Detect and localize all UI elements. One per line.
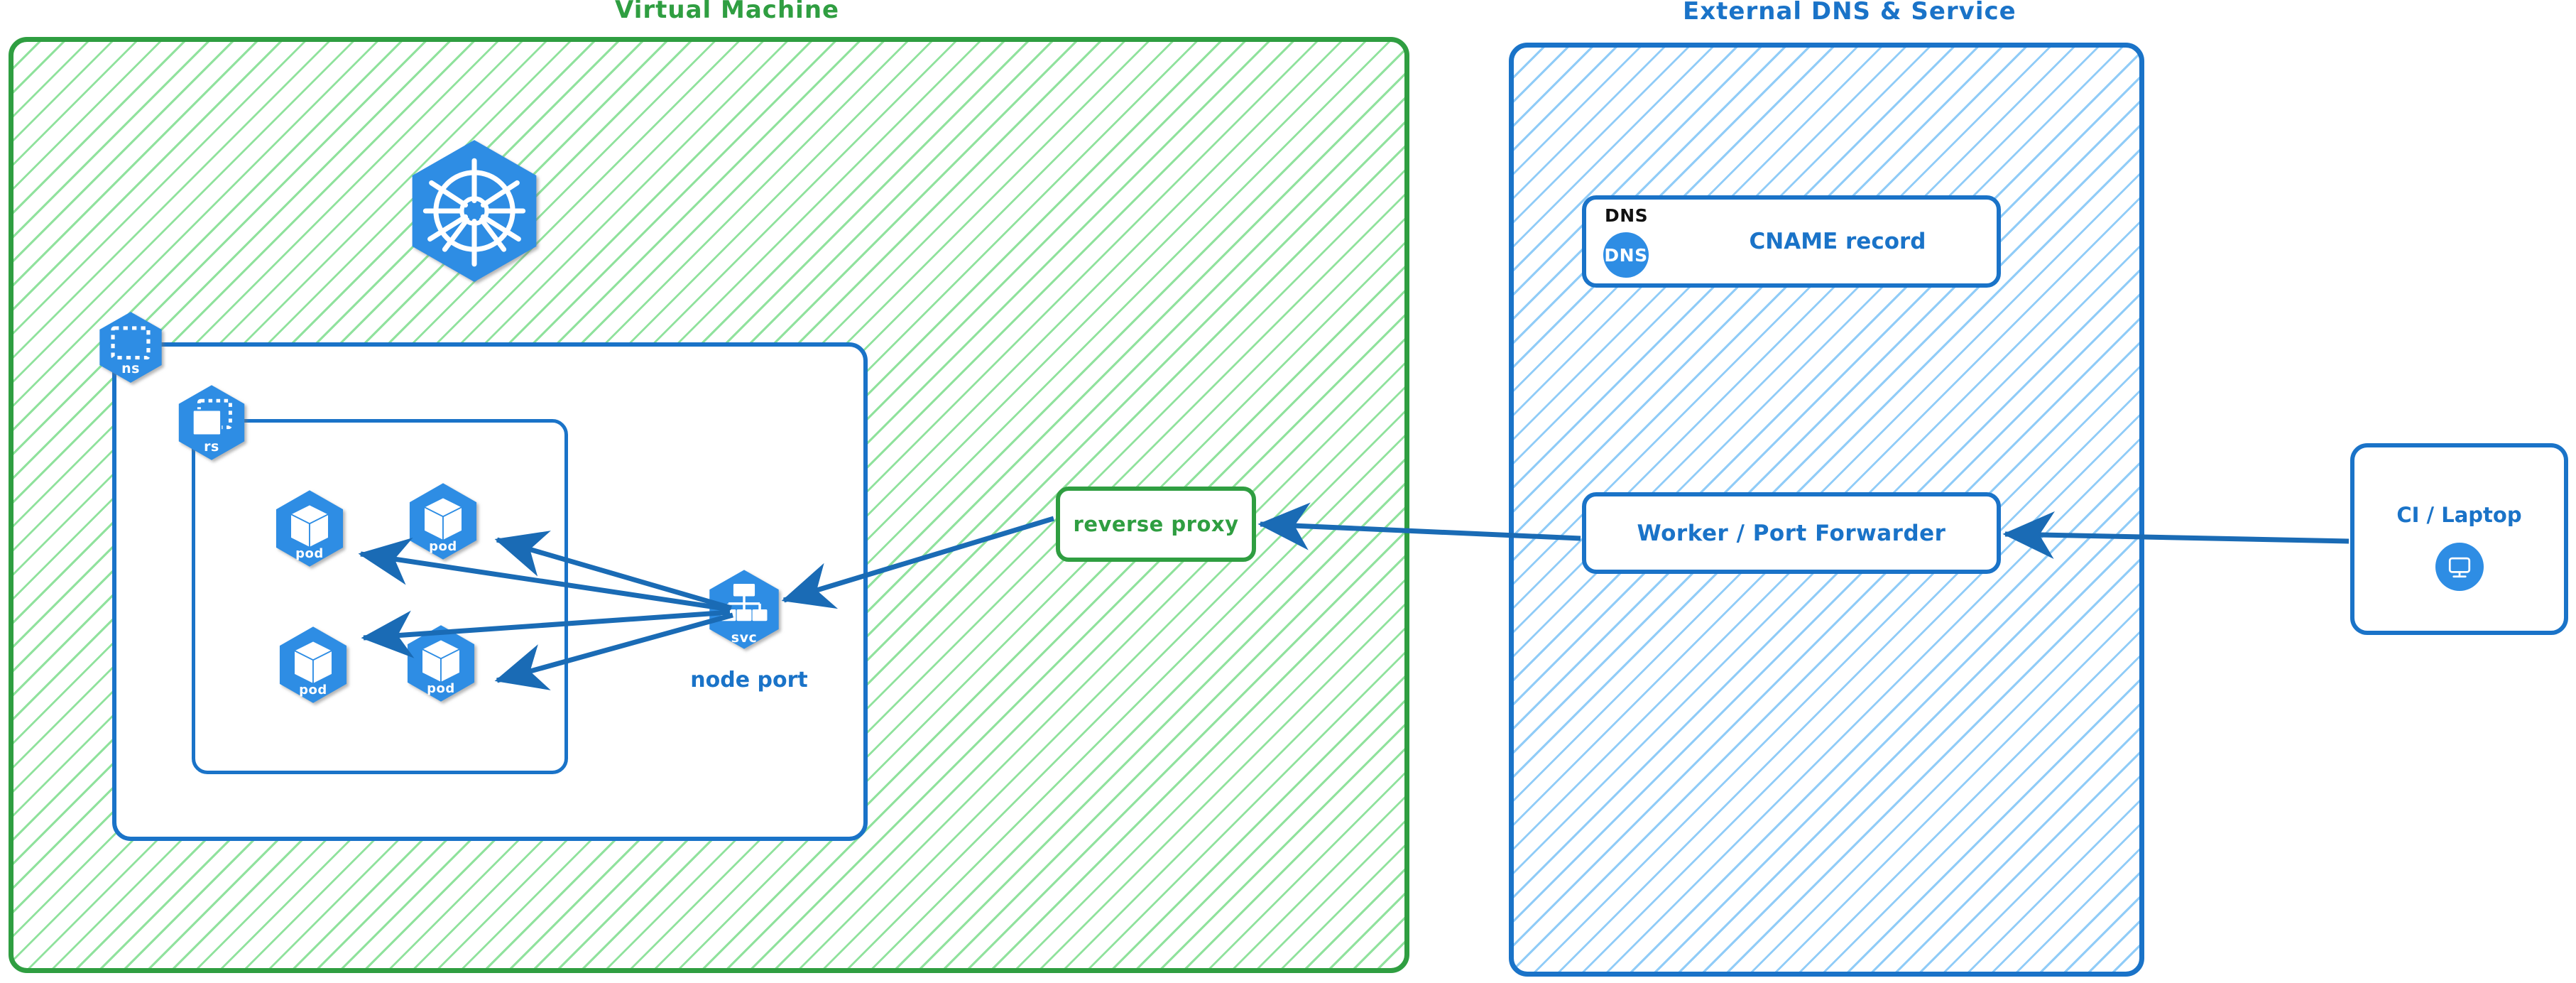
- reverse-proxy-label: reverse proxy: [1073, 512, 1239, 536]
- service-icon: svc: [703, 568, 785, 651]
- group-virtual-machine-title: Virtual Machine: [615, 0, 840, 24]
- node-port-label: node port: [690, 668, 808, 693]
- dns-card[interactable]: DNS DNS CNAME record: [1582, 195, 2001, 288]
- kubernetes-logo-icon: [400, 137, 548, 285]
- namespace-badge-icon: ns: [94, 310, 168, 384]
- pod-icon-4: pod: [401, 624, 481, 703]
- ci-laptop-label: CI / Laptop: [2396, 503, 2522, 527]
- desktop-monitor-icon: [2435, 543, 2484, 591]
- pod-icon-2: pod: [403, 482, 483, 561]
- pod-icon-3: pod: [273, 625, 353, 705]
- pod-icon-1: pod: [270, 489, 349, 568]
- replicaset-box: [192, 419, 568, 774]
- worker-port-forwarder-box[interactable]: Worker / Port Forwarder: [1582, 492, 2001, 574]
- cname-record-label: CNAME record: [1749, 229, 1926, 254]
- dns-card-tag: DNS: [1605, 205, 1649, 226]
- dns-badge-icon: DNS: [1603, 232, 1649, 278]
- ci-laptop-box[interactable]: CI / Laptop: [2350, 443, 2568, 635]
- replicaset-badge-icon: rs: [173, 384, 251, 462]
- group-external-dns-service-title: External DNS & Service: [1683, 0, 2016, 26]
- worker-port-forwarder-label: Worker / Port Forwarder: [1637, 520, 1946, 546]
- reverse-proxy-box[interactable]: reverse proxy: [1056, 487, 1256, 562]
